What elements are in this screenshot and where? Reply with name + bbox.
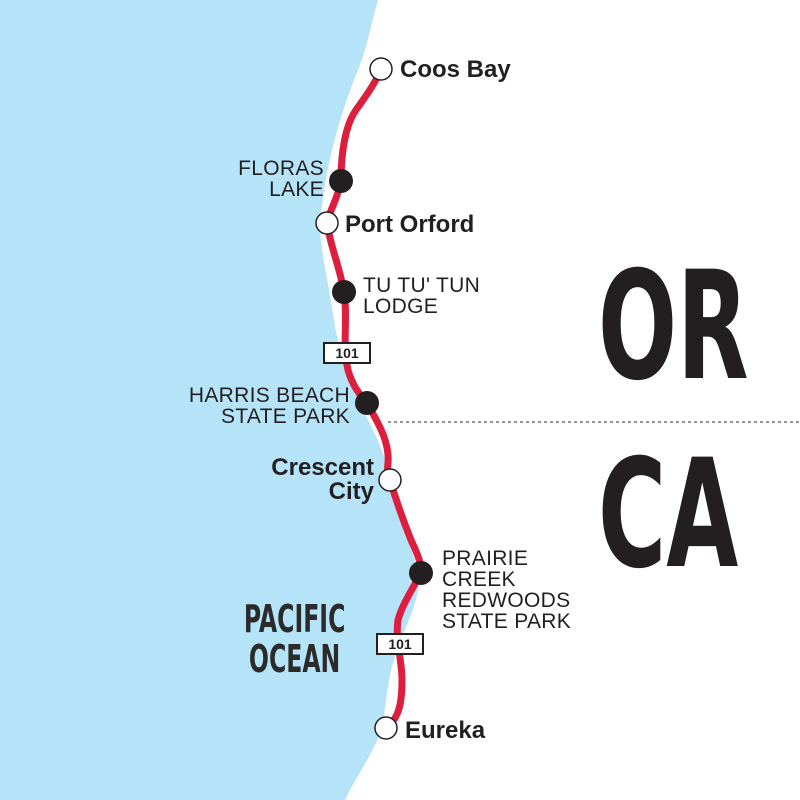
stop-label-harris-beach[interactable]: HARRIS BEACH STATE PARK: [188, 384, 350, 428]
crescent-city-marker[interactable]: [378, 468, 402, 492]
ocean-label: PACIFIC OCEAN: [243, 597, 346, 681]
route-101-shield: 101: [323, 342, 371, 364]
coos-bay-marker[interactable]: [369, 57, 393, 81]
harris-beach-marker[interactable]: [355, 391, 379, 415]
floras-lake-marker[interactable]: [329, 169, 353, 193]
city-label-coos-bay[interactable]: Coos Bay: [400, 56, 511, 83]
stop-label-floras-lake[interactable]: FLORAS LAKE: [238, 157, 324, 201]
city-label-crescent-city[interactable]: Crescent City: [271, 454, 374, 505]
city-label-port-orford[interactable]: Port Orford: [345, 211, 475, 238]
prairie-creek-marker[interactable]: [409, 561, 433, 585]
eureka-marker[interactable]: [374, 716, 398, 740]
stop-label-prairie-creek[interactable]: PRAIRIE CREEK REDWOODS STATE PARK: [442, 547, 572, 633]
route-101-shield: 101: [376, 633, 424, 655]
port-orford-marker[interactable]: [315, 211, 339, 235]
stop-label-tu-tu-tun-lodge[interactable]: TU TU' TUN LODGE: [363, 274, 481, 318]
state-label-or: OR: [598, 240, 749, 414]
state-label-ca: CA: [598, 428, 739, 602]
pacific-ocean-area: [0, 0, 419, 800]
city-label-eureka[interactable]: Eureka: [405, 717, 486, 744]
tu-tu-tun-lodge-marker[interactable]: [332, 280, 356, 304]
